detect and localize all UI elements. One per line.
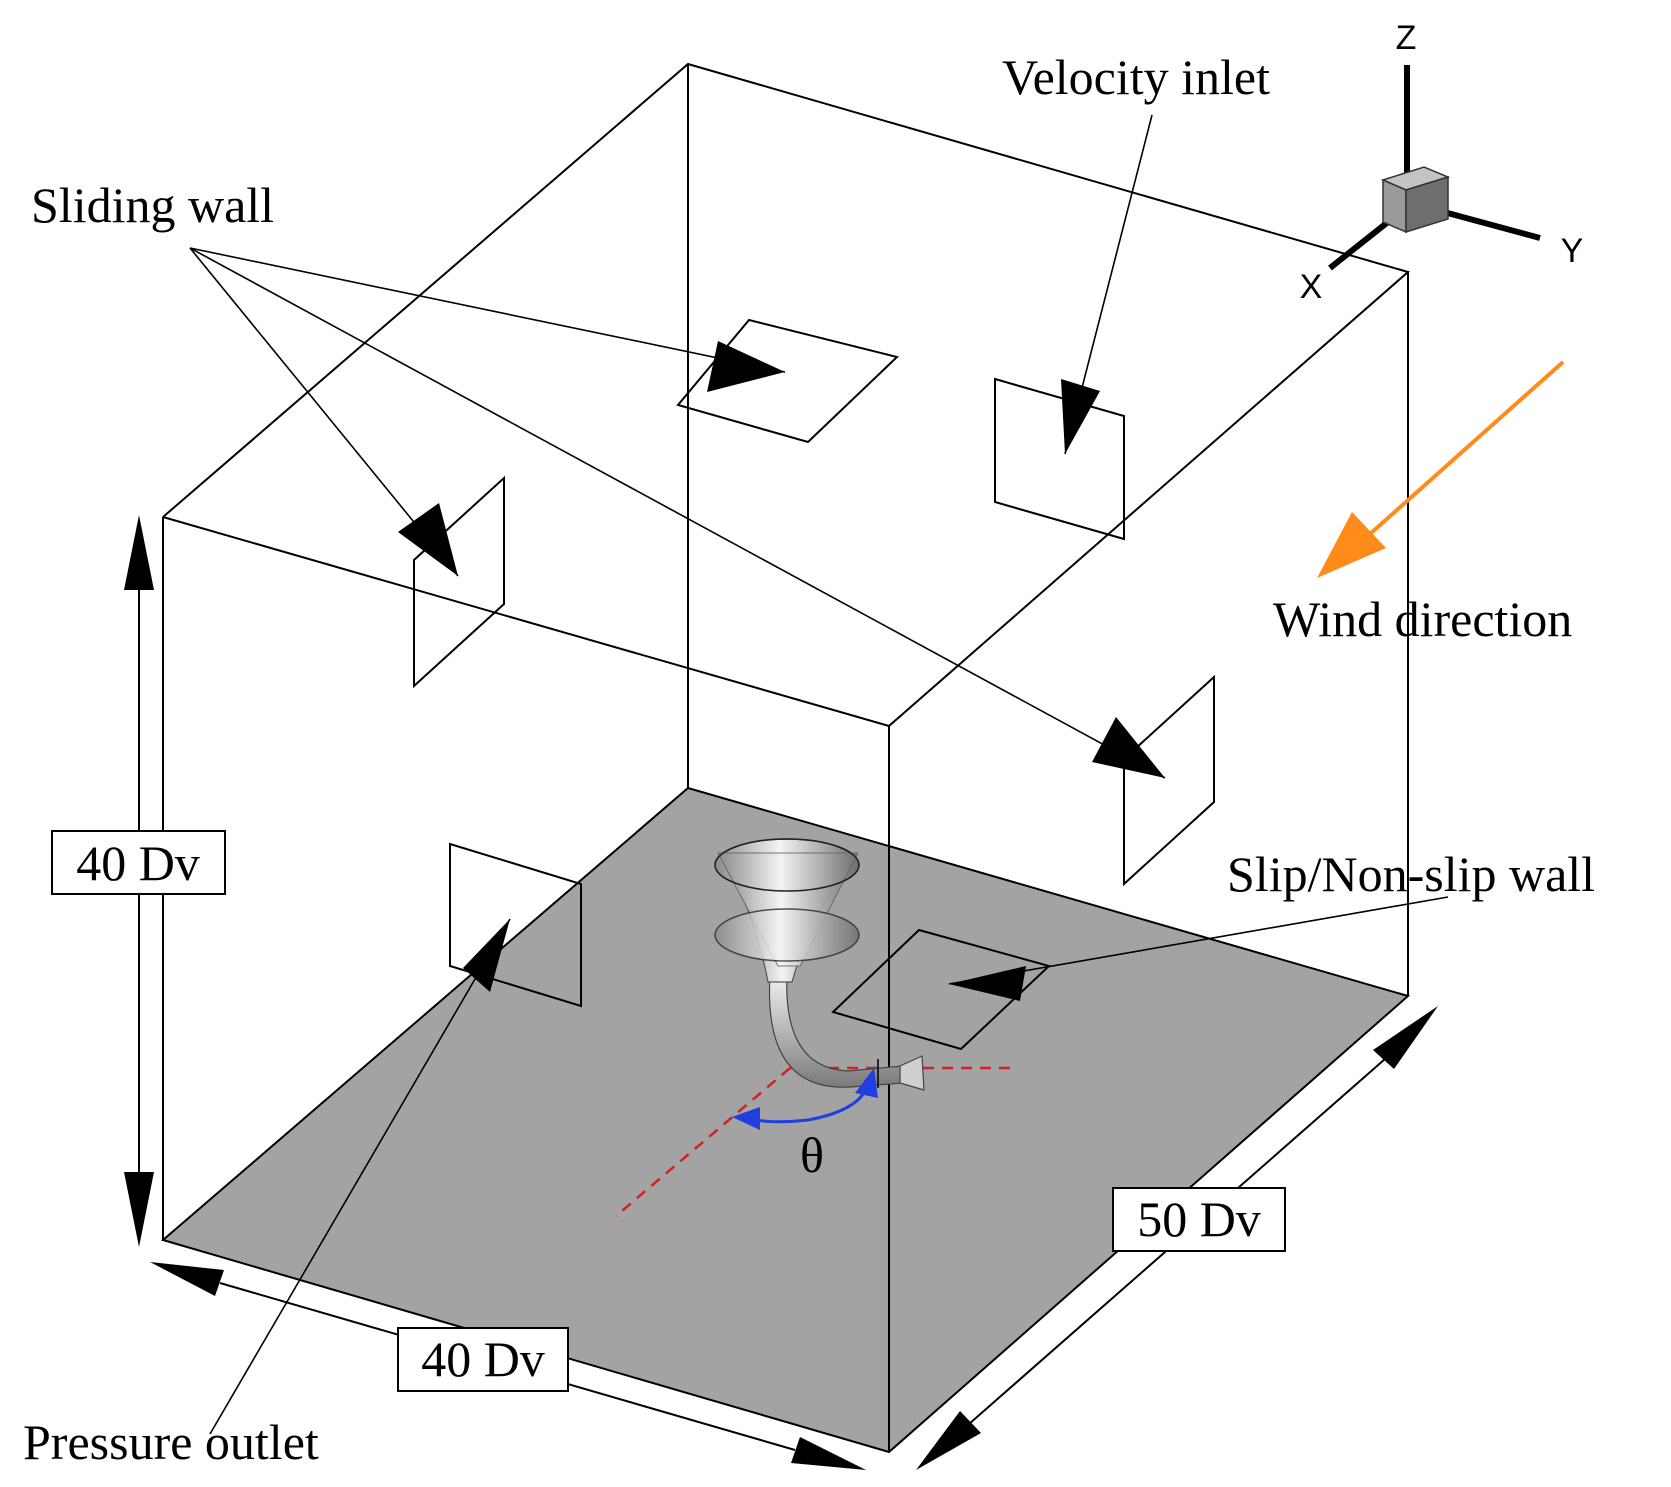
centerlines xyxy=(615,1066,1010,1217)
height-dimension-label: 40 Dv xyxy=(76,835,200,891)
leader-sliding-1 xyxy=(189,247,786,373)
cube-front xyxy=(1382,178,1407,234)
width-dimension-label: 40 Dv xyxy=(421,1331,545,1387)
domain-box xyxy=(162,62,1411,1452)
generator-lower-disk xyxy=(714,908,860,962)
centerline-reference xyxy=(615,1067,791,1217)
leader-slip xyxy=(948,896,1449,985)
arrowheads xyxy=(398,341,1165,1001)
wind-direction-arrow xyxy=(1317,360,1565,578)
velocity-inlet-label: Velocity inlet xyxy=(1002,49,1270,105)
patch-inlet xyxy=(994,377,1125,541)
arrowhead-outlet xyxy=(463,919,510,992)
depth-dimension-label: 50 Dv xyxy=(1137,1191,1261,1247)
theta-arc xyxy=(732,1068,878,1130)
pressure-outlet-label: Pressure outlet xyxy=(23,1414,319,1470)
vortex-generator xyxy=(714,838,925,1091)
patch-right xyxy=(1123,674,1215,887)
arrowhead-sliding-top xyxy=(707,341,785,392)
generator-top-rim xyxy=(714,838,860,892)
patch-floor xyxy=(831,928,1051,1051)
axis-y-label: Y xyxy=(1561,232,1584,270)
arrowhead-inlet xyxy=(1061,379,1100,454)
slip-wall-label: Slip/Non-slip wall xyxy=(1227,846,1595,902)
leader-sliding-3 xyxy=(189,247,1166,779)
sliding-wall-label: Sliding wall xyxy=(31,177,274,233)
generator-pipe-bend xyxy=(768,974,904,1088)
axis-z-label: Z xyxy=(1396,19,1417,57)
box-top-face xyxy=(162,62,1411,728)
dimension-width: 40 Dv xyxy=(150,1262,866,1470)
leader-outlet xyxy=(209,918,511,1435)
wind-direction-label: Wind direction xyxy=(1273,591,1572,647)
patch-back xyxy=(449,842,582,1008)
patch-top xyxy=(676,318,900,444)
arrowhead-slip xyxy=(949,966,1026,1001)
dimension-height: 40 Dv xyxy=(51,515,226,1247)
arrowhead-sliding-left xyxy=(398,503,458,576)
generator-pipe-outlet xyxy=(899,1055,925,1091)
arrowhead-sliding-right xyxy=(1092,717,1165,778)
axes-triad: Z Y X xyxy=(1300,19,1584,306)
theta-label: θ xyxy=(800,1127,824,1183)
axis-x-label: X xyxy=(1300,268,1323,306)
dimension-depth: 50 Dv xyxy=(916,1006,1438,1470)
cube-right xyxy=(1405,175,1449,234)
patch-left xyxy=(413,475,505,689)
